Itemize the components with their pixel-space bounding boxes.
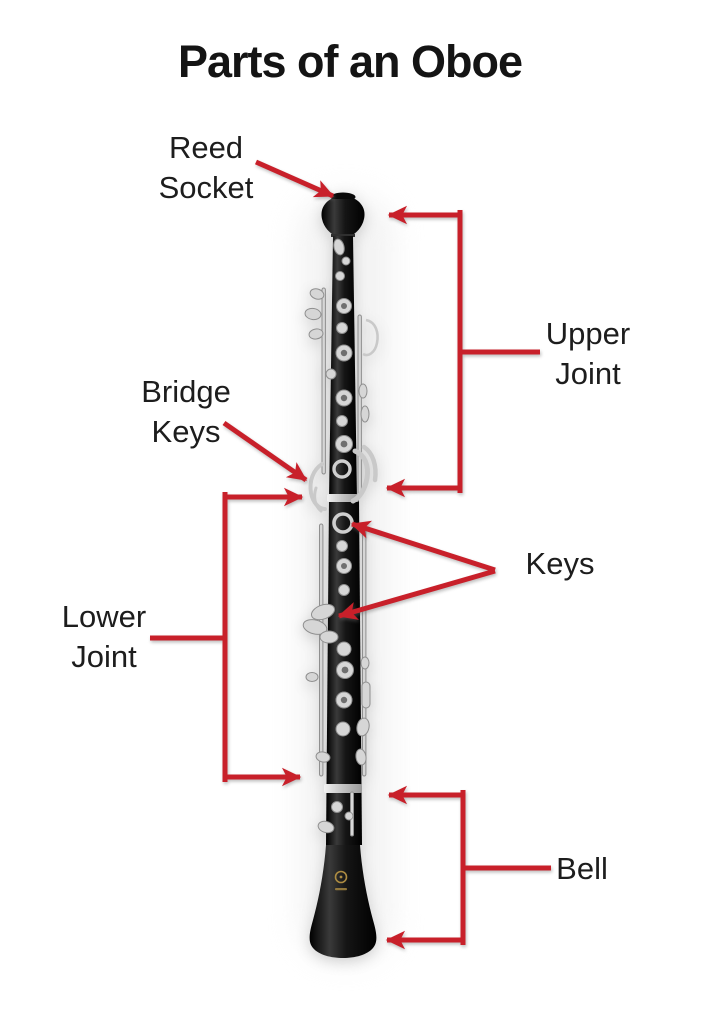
lower-joint-label-line2: Joint <box>71 639 137 674</box>
keywork <box>302 238 379 837</box>
bridge-keys-label: Bridge Keys <box>141 372 231 452</box>
reed-socket-arrow <box>254 159 335 199</box>
keys-label: Keys <box>525 546 595 581</box>
bell-logo <box>334 870 348 891</box>
bridge-keys-label-line1: Bridge <box>141 374 231 409</box>
lower-joint-label-line1: Lower <box>61 599 147 634</box>
bell-label: Bell <box>556 851 608 886</box>
lower-joint-bracket <box>150 487 304 787</box>
oboe-illustration <box>302 192 379 958</box>
tenon-ring-bell <box>324 784 362 793</box>
upper-joint-label-line2: Joint <box>555 356 621 391</box>
bridge-keys-label-line2: Keys <box>151 414 221 449</box>
reed-socket-label-line1: Reed <box>168 130 244 165</box>
bridge-keys-arrow <box>222 420 308 483</box>
bell-bracket <box>385 785 551 950</box>
reed-socket-label-line2: Socket <box>158 170 254 205</box>
upper-joint-label-line1: Upper <box>545 316 631 351</box>
reed-socket-shape <box>321 192 365 237</box>
bell-shape <box>309 845 377 958</box>
callout-arrows <box>150 159 551 950</box>
upper-joint-label: Upper Joint <box>546 314 630 394</box>
keys-arrows <box>337 520 496 620</box>
page-title: Parts of an Oboe <box>177 36 523 87</box>
reed-socket-label: Reed Socket <box>159 128 254 208</box>
upper-joint-bracket <box>385 205 540 498</box>
lower-joint-label: Lower Joint <box>62 597 146 677</box>
